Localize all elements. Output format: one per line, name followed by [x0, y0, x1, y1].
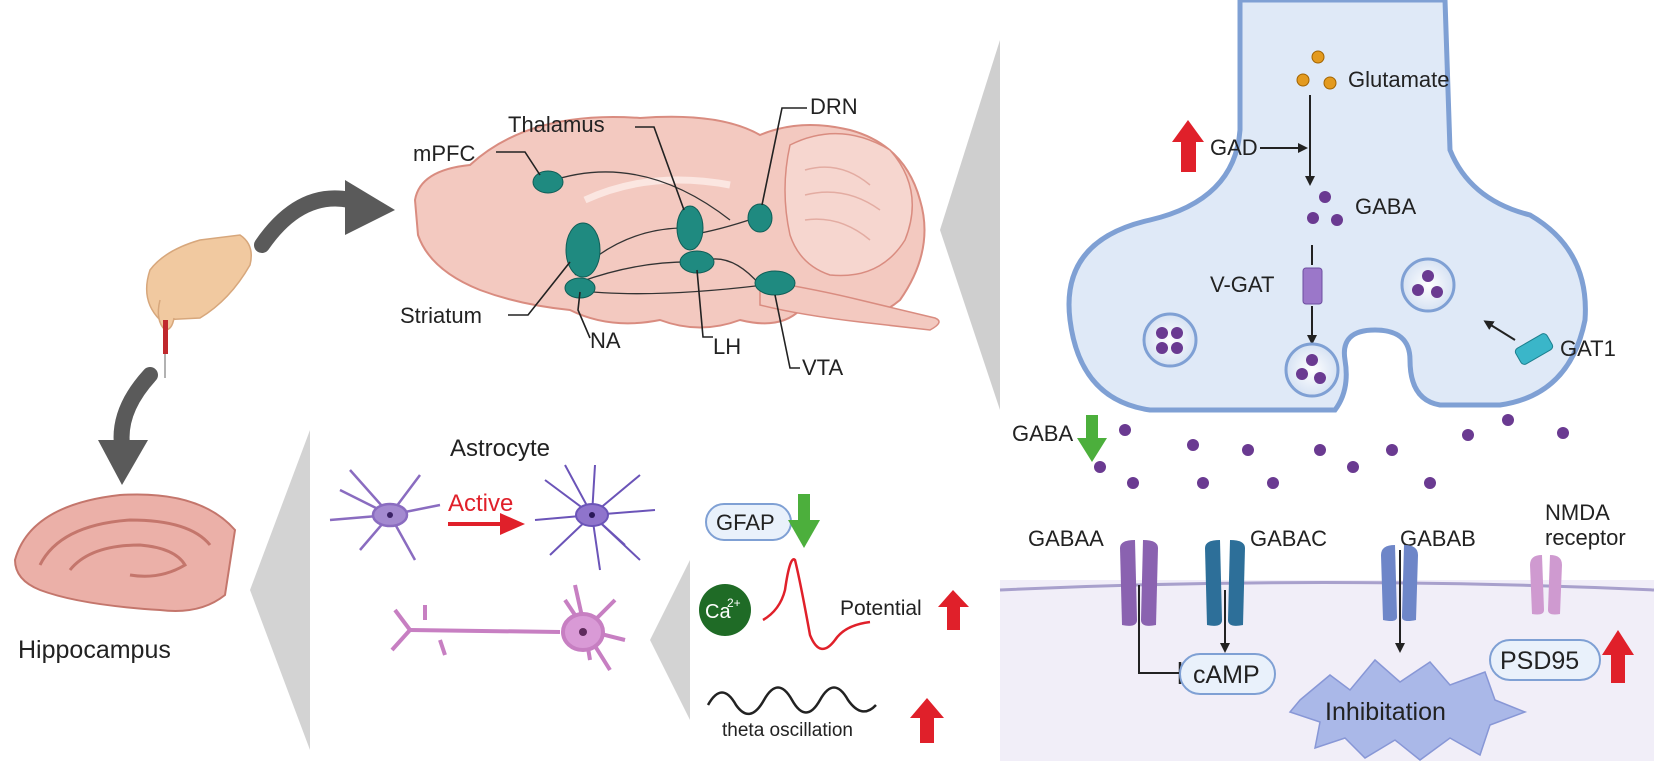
label-drn: DRN	[810, 94, 858, 119]
label-gfap: GFAP	[716, 510, 775, 535]
label-gaba-presynaptic: GABA	[1355, 194, 1416, 219]
arrow-to-brain-head	[345, 180, 395, 235]
psd95-badge	[1489, 639, 1601, 681]
calcium-badge	[699, 584, 751, 636]
nmda-receptor	[1530, 555, 1562, 615]
nucleus-striatum	[565, 222, 601, 278]
gad-up-arrow-head	[1172, 120, 1204, 142]
hippocampus-illustration	[13, 493, 237, 612]
label-nmda-line2: receptor	[1545, 525, 1626, 550]
psd95-up-arrow-head	[1602, 630, 1634, 655]
label-glutamate: Glutamate	[1348, 67, 1450, 92]
nucleus-mpfc	[532, 170, 564, 194]
nucleus-lh	[679, 250, 715, 274]
label-ca-sup: 2+	[727, 596, 741, 610]
label-thalamus: Thalamus	[508, 112, 605, 137]
potential-up-arrow-shaft	[947, 603, 960, 630]
arrow-gat1	[1483, 320, 1516, 341]
inhibit-line-gabaa-camp	[1138, 585, 1180, 674]
gat1-transporter	[1514, 333, 1554, 365]
brain-sagittal	[413, 107, 940, 369]
label-inhibition: Inhibitation	[1325, 698, 1446, 726]
gfap-down-arrow-head	[788, 520, 820, 548]
label-theta: theta oscillation	[722, 720, 853, 741]
gaba-molecules-cleft	[1094, 414, 1569, 489]
label-gaba-cleft: GABA	[1012, 421, 1073, 446]
glutamate-molecules	[1296, 50, 1337, 90]
label-mpfc: mPFC	[413, 141, 475, 166]
divider-wedge-right	[940, 40, 1000, 410]
theta-wave	[706, 686, 877, 715]
gabac-receptor	[1205, 540, 1245, 626]
hand-injection-illustration	[145, 234, 252, 378]
potential-up-arrow-head	[938, 590, 969, 607]
arrow-to-hippocampus-head	[98, 440, 148, 485]
arrow-active-head	[500, 513, 525, 535]
gaba-down-arrow-head	[1077, 438, 1107, 462]
label-gat1: GAT1	[1560, 336, 1616, 361]
synaptic-vesicles	[1142, 257, 1456, 398]
label-active: Active	[448, 490, 513, 517]
label-gad: GAD	[1210, 135, 1258, 160]
label-lh: LH	[713, 334, 741, 359]
psd95-up-arrow-shaft	[1611, 653, 1625, 683]
astrocyte-active	[534, 464, 656, 571]
theta-up-arrow-shaft	[920, 715, 934, 743]
inhibition-burst	[1288, 658, 1528, 761]
arrow-to-hippocampus	[113, 367, 158, 453]
gad-up-arrow-shaft	[1181, 140, 1196, 172]
label-na: NA	[590, 328, 621, 353]
gabab-receptor	[1381, 545, 1418, 621]
gaba-molecules-presynaptic	[1307, 191, 1343, 226]
label-ca: Ca	[705, 601, 731, 623]
label-gabac: GABAC	[1250, 526, 1327, 551]
label-psd95: PSD95	[1500, 647, 1579, 675]
action-potential-trace	[762, 558, 871, 650]
label-hippocampus: Hippocampus	[18, 636, 171, 664]
gabaa-receptor	[1120, 540, 1158, 626]
gfap-down-arrow-shaft	[798, 494, 810, 524]
theta-up-arrow-head	[910, 698, 944, 718]
label-vgat: V-GAT	[1210, 272, 1274, 297]
nucleus-thalamus	[676, 205, 704, 251]
nucleus-vta	[754, 270, 796, 296]
label-nmda-line1: NMDA	[1545, 500, 1610, 525]
label-striatum: Striatum	[400, 303, 482, 328]
divider-wedge-left	[250, 430, 310, 750]
label-potential: Potential	[840, 597, 922, 620]
gaba-down-arrow-shaft	[1086, 415, 1098, 443]
nucleus-drn	[747, 203, 773, 233]
label-vta: VTA	[802, 355, 843, 380]
label-astrocyte: Astrocyte	[450, 435, 550, 462]
label-camp: cAMP	[1193, 661, 1260, 689]
divider-wedge-mid	[650, 560, 690, 720]
presynaptic-terminal	[1066, 0, 1588, 413]
arrow-to-brain	[254, 190, 358, 253]
camp-badge	[1179, 653, 1276, 695]
vgat-transporter	[1302, 267, 1323, 305]
neuron-illustration	[390, 584, 626, 672]
astrocyte-resting	[329, 469, 441, 561]
label-gabaa: GABAA	[1028, 526, 1104, 551]
